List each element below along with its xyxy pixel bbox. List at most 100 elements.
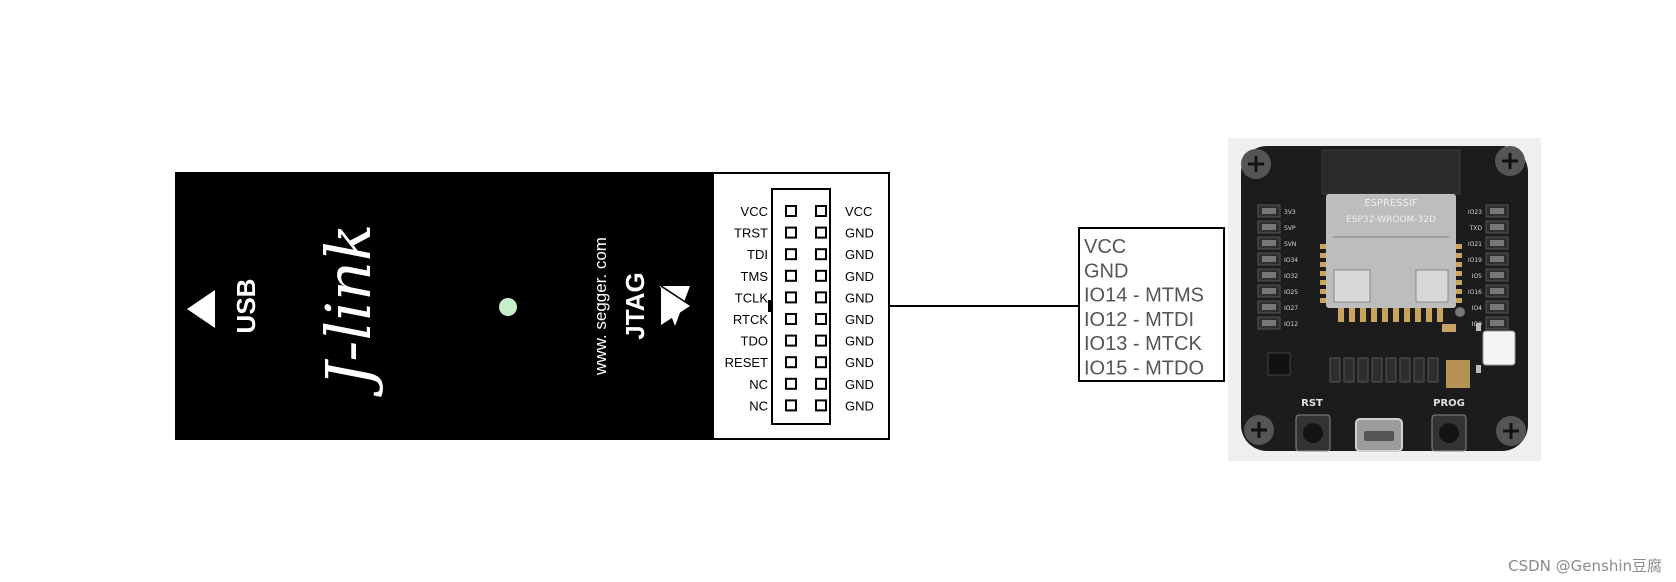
right-pin-label: VCC — [845, 204, 872, 219]
right-pin-label: GND — [845, 377, 874, 392]
left-pin-label: NC — [749, 377, 768, 392]
bottom-header-pin — [1413, 357, 1425, 383]
pin-mapping-line: IO14 - MTMS — [1084, 285, 1204, 307]
pin-mapping-line: IO13 - MTCK — [1084, 333, 1202, 355]
pin-mapping-line: IO12 - MTDI — [1084, 309, 1194, 331]
bottom-header-pin — [1329, 357, 1341, 383]
module-pad — [1456, 280, 1462, 285]
module-pad — [1338, 308, 1344, 322]
left-pin-label: TDI — [747, 247, 768, 262]
pin-pad — [785, 334, 797, 347]
screw-icons — [1241, 146, 1526, 446]
prog-label: PROG — [1433, 398, 1465, 409]
bottom-header-pin — [1399, 357, 1411, 383]
right-header-label: IO16 — [1468, 289, 1482, 296]
left-pin-label: RTCK — [733, 312, 768, 327]
right-pin-label: GND — [845, 226, 874, 241]
user-button[interactable] — [1482, 330, 1516, 366]
right-header-label: IO19 — [1468, 257, 1482, 264]
module-castellated-pads — [1320, 244, 1462, 322]
right-header-label: IO4 — [1472, 305, 1482, 312]
left-pin-label: TDO — [741, 334, 768, 349]
pin-pad — [815, 334, 827, 347]
pin-pad — [785, 269, 797, 282]
left-header-label: IO32 — [1284, 273, 1298, 280]
header-pin-metal — [1490, 288, 1504, 294]
jlink-body — [175, 172, 713, 440]
status-led — [499, 298, 517, 316]
header-pin-metal — [1262, 224, 1276, 230]
bottom-header-pin — [1371, 357, 1383, 383]
module-pad — [1393, 308, 1399, 322]
module-pad — [1456, 298, 1462, 303]
right-pin-label: GND — [845, 312, 874, 327]
module-pad — [1371, 308, 1377, 322]
module-pad — [1456, 289, 1462, 294]
pin-pad — [815, 269, 827, 282]
jtag-label: JTAG — [620, 272, 650, 339]
jtag-direction-arrow-icon — [661, 287, 690, 325]
left-pin-label: NC — [749, 398, 768, 413]
pin-mapping-box — [1078, 227, 1225, 382]
pin-pad — [785, 313, 797, 325]
left-pin-label: TCLK — [735, 290, 769, 305]
website-text: www. segger. com — [591, 237, 610, 376]
bottom-pin-header — [1329, 357, 1439, 383]
pin-mapping-line: GND — [1084, 260, 1128, 282]
pin-pad — [785, 291, 797, 304]
header-pin-metal — [1262, 304, 1276, 310]
pin-pad — [815, 377, 827, 390]
right-pin-label: GND — [845, 355, 874, 370]
right-header-label: IO21 — [1468, 241, 1482, 248]
header-pin-metal — [1262, 288, 1276, 294]
esp32-module-antenna — [1321, 149, 1461, 195]
header-pin-metal — [1262, 272, 1276, 278]
module-pad — [1415, 308, 1421, 322]
bottom-header-pin — [1357, 357, 1369, 383]
left-pin-label: RESET — [725, 355, 768, 370]
module-pad — [1320, 253, 1326, 258]
header-pin-metal — [1490, 240, 1504, 246]
header-pin-metal — [1490, 224, 1504, 230]
left-pin-label: VCC — [741, 204, 768, 219]
pin-pad — [815, 248, 827, 261]
usb-arrow-icon — [187, 290, 215, 328]
module-pad — [1320, 271, 1326, 276]
module-pad — [1456, 253, 1462, 258]
pin-pad — [815, 313, 827, 325]
module-brand: ESPRESSIF — [1364, 198, 1418, 209]
watermark: CSDN @Genshin豆腐 — [1508, 557, 1662, 575]
module-pad — [1320, 289, 1326, 294]
pin-pad — [785, 205, 797, 217]
pin-pad — [785, 399, 797, 412]
left-pin-label: TMS — [741, 269, 769, 284]
module-pad — [1382, 308, 1388, 322]
left-header-label: IO34 — [1284, 257, 1298, 264]
module-pad — [1349, 308, 1355, 322]
jtag-connector-panel — [712, 172, 890, 440]
module-pad — [1456, 262, 1462, 267]
pin-pad — [815, 205, 827, 217]
usb-label: USB — [231, 279, 261, 334]
left-header-label: IO25 — [1284, 289, 1298, 296]
jlink-logo: J-link — [312, 224, 385, 398]
left-header-label: IO27 — [1284, 305, 1298, 312]
header-pin-metal — [1490, 272, 1504, 278]
module-pad — [1320, 262, 1326, 267]
module-pad — [1456, 271, 1462, 276]
right-pin-label: GND — [845, 290, 874, 305]
header-pin-metal — [1262, 208, 1276, 214]
header-pin-metal — [1490, 256, 1504, 262]
header-pin-metal — [1490, 320, 1504, 326]
module-model: ESP32-WROOM-32D — [1346, 215, 1436, 225]
pin-pad — [785, 356, 797, 369]
right-pin-label: GND — [845, 247, 874, 262]
right-pin-label: GND — [845, 398, 874, 413]
bottom-header-pin — [1343, 357, 1355, 383]
module-pad — [1320, 244, 1326, 249]
right-pin-label: GND — [845, 334, 874, 349]
module-pad — [1456, 244, 1462, 249]
